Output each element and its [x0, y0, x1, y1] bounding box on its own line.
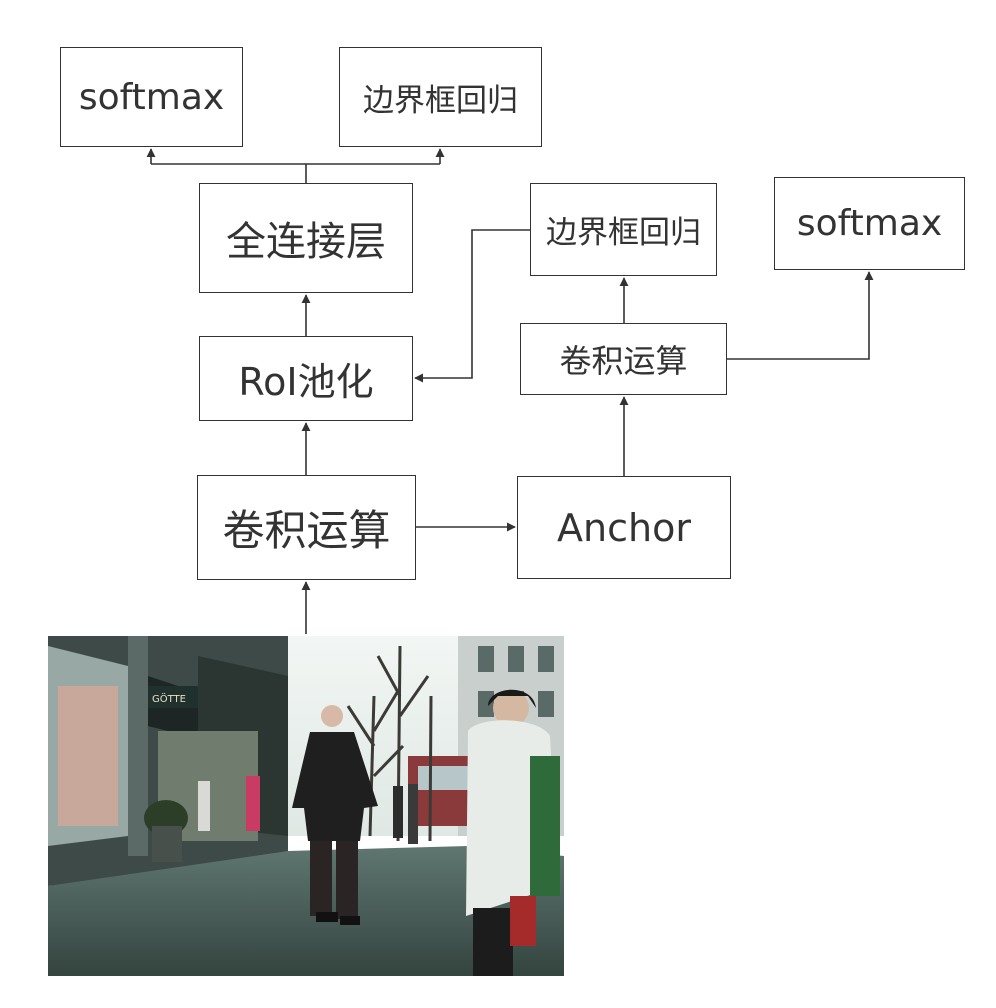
conv-main-box: 卷积运算 — [197, 475, 416, 580]
distant-pedestrians — [198, 776, 418, 844]
woman-white-coat — [466, 689, 560, 976]
bbox-regression-left-box: 边界框回归 — [339, 47, 542, 147]
anchor-label: Anchor — [557, 505, 691, 550]
softmax-right-box: softmax — [774, 177, 965, 270]
softmax-right-label: softmax — [796, 203, 943, 244]
conv-rpn-box: 卷积运算 — [520, 323, 727, 395]
roi-pooling-box: RoI池化 — [199, 336, 413, 421]
bbox-regression-right-box: 边界框回归 — [530, 183, 717, 276]
input-street-photo: GÖTTE — [48, 636, 564, 976]
conv-rpn-label: 卷积运算 — [559, 342, 688, 380]
left-storefronts: GÖTTE — [48, 636, 288, 886]
bbox-regression-right-label: 边界框回归 — [546, 215, 701, 251]
fully-connected-layer-box: 全连接层 — [199, 183, 413, 293]
conv-main-label: 卷积运算 — [222, 506, 391, 555]
softmax-left-box: softmax — [60, 47, 243, 147]
walking-man — [292, 705, 378, 925]
arrow-conv-rpn-to-softmax — [727, 271, 874, 360]
roi-pooling-label: RoI池化 — [238, 360, 374, 404]
softmax-left-label: softmax — [78, 76, 225, 118]
arrow-bbox-to-roi — [414, 229, 530, 383]
store-sign-text: GÖTTE — [152, 692, 186, 705]
anchor-box: Anchor — [517, 476, 731, 579]
bbox-regression-left-label: 边界框回归 — [363, 82, 518, 119]
fully-connected-layer-label: 全连接层 — [226, 219, 386, 265]
